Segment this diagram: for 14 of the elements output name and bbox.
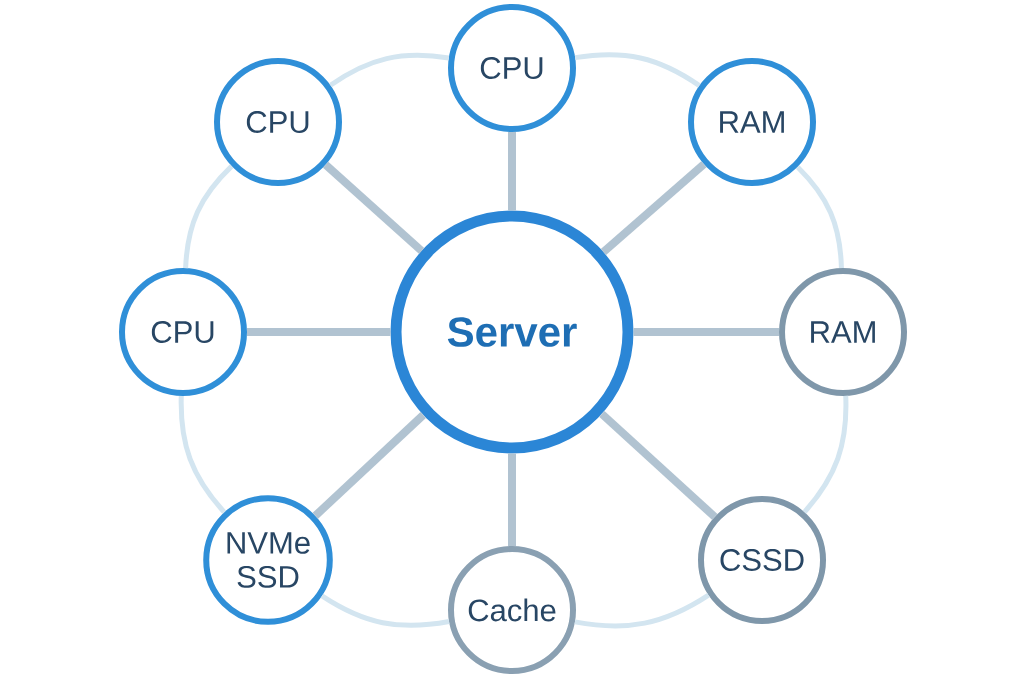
connector-line [600,161,707,255]
ring-arc [795,165,844,269]
ring-arc [802,395,849,514]
ring-arc [183,164,234,269]
ring-arc [329,52,450,88]
ring-arc [574,593,710,629]
ring-arc [574,52,701,88]
ring-arc [178,395,227,514]
connector-line [508,453,516,546]
connector-line [322,161,425,254]
connector-line [599,410,718,520]
connector-line [312,412,426,519]
ring-arc [320,593,450,628]
connector-line [633,328,779,336]
